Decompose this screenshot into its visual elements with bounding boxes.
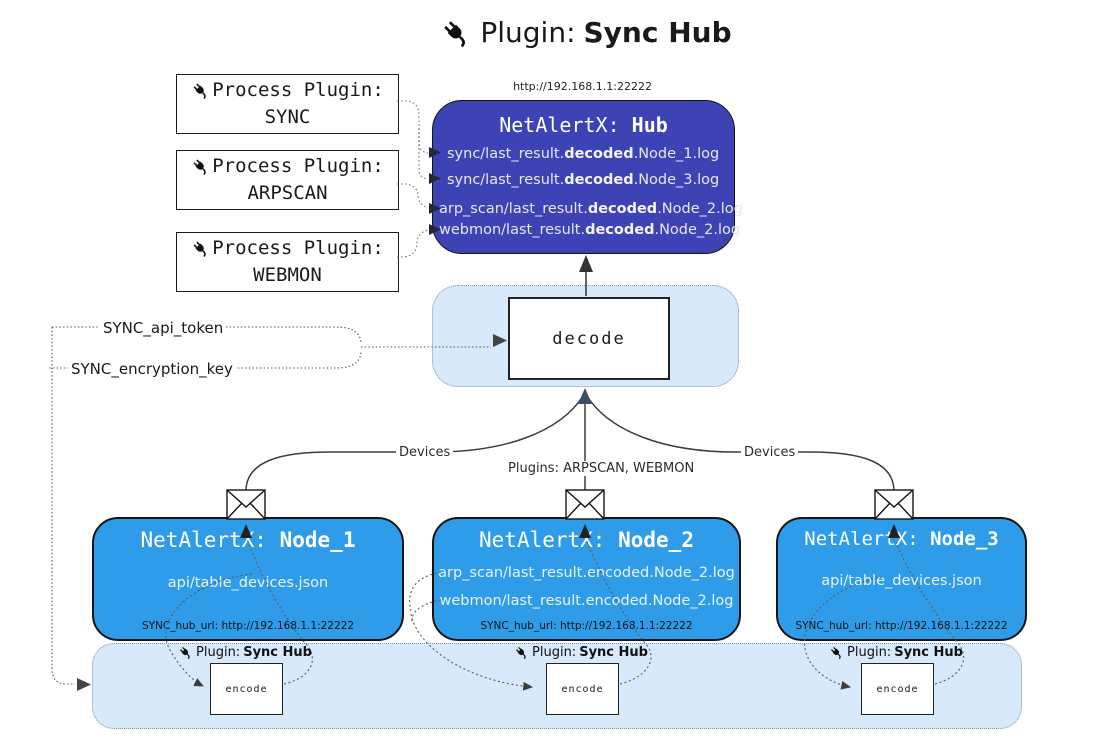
hub-title-name: Hub — [631, 113, 668, 137]
node-title: NetAlertX: Node_2 — [479, 528, 694, 552]
node-file: api/table_devices.json — [167, 575, 329, 591]
sync-encryption-key-label: SYNC_encryption_key — [68, 360, 236, 378]
plugins-mid-label: Plugins: ARPSCAN, WEBMON — [505, 461, 698, 476]
encode-box: encode — [546, 663, 619, 715]
sync-api-token-label: SYNC_api_token — [100, 319, 227, 337]
decode-label: decode — [552, 328, 626, 349]
hub-log-line: arp_scan/last_result.decoded.Node_2.log — [439, 201, 743, 217]
node-title: NetAlertX: Node_3 — [804, 528, 999, 550]
plug-icon — [178, 645, 193, 660]
encode-label: encode — [225, 683, 268, 695]
hub-in-arrowhead — [579, 255, 593, 272]
node-3-box: NetAlertX: Node_3 api/table_devices.json… — [776, 517, 1027, 641]
plug-icon — [191, 239, 210, 258]
plug-icon — [514, 645, 529, 660]
hub-log-line: sync/last_result.decoded.Node_3.log — [447, 172, 720, 188]
hub-url-label: http://192.168.1.1:22222 — [513, 80, 652, 93]
decode-panel-in-arrowhead — [578, 388, 592, 404]
encode-section-label: Plugin: Sync Hub — [801, 645, 991, 660]
encode-label: encode — [561, 683, 604, 695]
hub-log-line: webmon/last_result.decoded.Node_2.log — [439, 222, 741, 238]
hub-log-line: sync/last_result.decoded.Node_1.log — [447, 146, 720, 162]
node-hub-url: SYNC_hub_url: http://192.168.1.1:22222 — [480, 620, 693, 632]
edge-plugins-to-hub — [397, 100, 429, 258]
hub-title: NetAlertX: Hub — [433, 113, 734, 137]
process-plugin-name: WEBMON — [253, 264, 322, 286]
node-file: webmon/last_result.encoded.Node_2.log — [439, 593, 734, 609]
process-plugin-webmon: Process Plugin: WEBMON — [176, 232, 399, 292]
hub-title-prefix: NetAlertX: — [499, 113, 620, 137]
node-hub-url: SYNC_hub_url: http://192.168.1.1:22222 — [141, 620, 355, 632]
process-plugin-sync: Process Plugin: SYNC — [176, 74, 399, 134]
node-1-box: NetAlertX: Node_1 api/table_devices.json… — [92, 517, 404, 641]
node-2-box: NetAlertX: Node_2 arp_scan/last_result.e… — [432, 517, 741, 641]
hub-box: NetAlertX: Hub sync/last_result.decoded.… — [432, 100, 743, 254]
process-plugin-label: Process Plugin: — [212, 237, 384, 259]
devices-right-label: Devices — [741, 445, 799, 460]
process-plugin-arpscan: Process Plugin: ARPSCAN — [176, 150, 399, 210]
envelope-icon — [226, 489, 266, 520]
node-file: api/table_devices.json — [821, 573, 982, 589]
node-title: NetAlertX: Node_1 — [140, 528, 356, 552]
page-title: Plugin: Sync Hub — [55, 16, 1117, 49]
plug-icon — [829, 645, 844, 660]
band-in-arrowhead — [77, 678, 91, 691]
encode-section-label: Plugin: Sync Hub — [486, 645, 676, 660]
encode-box: encode — [210, 663, 283, 715]
encode-label: encode — [876, 683, 919, 695]
process-plugin-name: ARPSCAN — [247, 182, 328, 204]
process-plugin-label: Process Plugin: — [212, 79, 384, 101]
encode-section-label: Plugin: Sync Hub — [150, 645, 340, 660]
envelope-icon — [565, 489, 605, 520]
node-file: arp_scan/last_result.encoded.Node_2.log — [438, 565, 735, 581]
envelope-icon — [874, 489, 914, 520]
plug-icon — [191, 157, 210, 176]
devices-left-label: Devices — [396, 445, 454, 460]
decode-box: decode — [508, 297, 670, 380]
process-plugin-name: SYNC — [264, 106, 311, 128]
title-prefix: Plugin: — [480, 16, 576, 49]
plug-icon — [440, 17, 472, 49]
process-plugin-label: Process Plugin: — [212, 155, 384, 177]
title-name: Sync Hub — [583, 16, 732, 49]
encode-box: encode — [861, 663, 934, 715]
plug-icon — [191, 81, 210, 100]
node-hub-url: SYNC_hub_url: http://192.168.1.1:22222 — [795, 620, 1008, 632]
